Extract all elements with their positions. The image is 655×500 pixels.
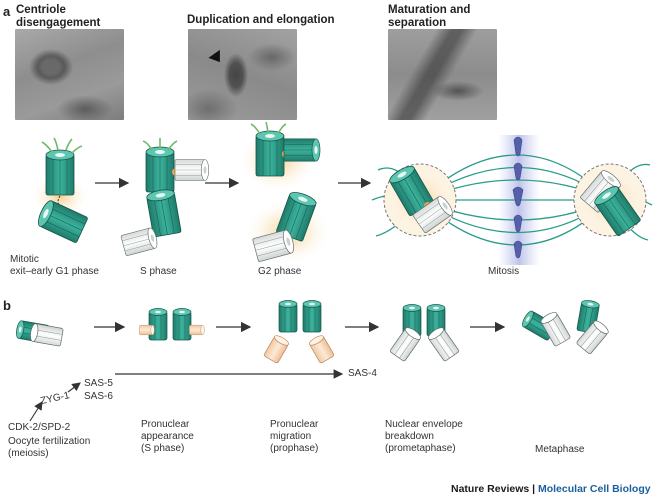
panel-b-letter: b [3,298,11,313]
mitotic-spindle [371,135,653,265]
micrograph-maturation [388,29,497,120]
journal-name: Nature Reviews [451,483,530,495]
centriole-pairs-g2 [242,121,328,263]
pathway-arrow-cdk2 [29,401,43,422]
stage-label-mitosis: Mitosis [488,266,520,277]
micrograph-duplication [188,29,297,120]
stage-label-mitotic-exit: Mitotic exit–early G1 phase [10,254,150,278]
stage-title-line: Duplication and elongation [187,14,335,26]
stage-label-line: Mitotic [10,254,39,265]
stage-title-disengagement: Centriole disengagement [16,4,100,30]
stage-title-line: Maturation and [388,4,471,16]
protein-sas5: SAS-5 [84,378,113,389]
stage-label-line: (prophase) [270,443,319,454]
centriole-pair-disengaged [34,137,89,244]
celegans-centrioles-migration [263,300,335,364]
stage-label-line: (meiosis) [8,448,49,459]
stage-label-line: Oocyte fertilization [8,436,91,447]
celegans-centrioles-appearance [139,308,205,341]
stage-label-line: breakdown [385,431,434,442]
protein-sas4: SAS-4 [348,368,377,379]
celegans-centrioles-metaphase [519,298,611,355]
stage-label-metaphase: Metaphase [535,444,585,455]
celegans-centrioles-nebd [389,304,460,362]
stage-label-line: (S phase) [141,443,185,454]
pathway-arrow-zyg1 [67,382,81,393]
stage-label-line: Pronuclear [270,419,319,430]
stage-title-duplication: Duplication and elongation [187,14,335,27]
stage-title-maturation: Maturation and separation [388,4,470,30]
stage-title-line: Centriole [16,4,66,16]
centriole-duplication-s-phase [120,138,210,257]
stage-label-line: (prometaphase) [385,443,456,454]
stage-label-pronuclear-migration: Pronuclear migration (prophase) [270,419,350,455]
stage-label-line: migration [270,431,312,442]
stage-label-oocyte: Oocyte fertilization (meiosis) [8,436,138,460]
stage-label-line: Nuclear envelope [385,419,463,430]
stage-label-s-phase: S phase [140,266,177,277]
journal-credit: Nature Reviews | Molecular Cell Biology [451,483,651,495]
stage-label-line: appearance [141,431,194,442]
stage-label-g2-phase: G2 phase [258,266,302,277]
journal-section: Molecular Cell Biology [537,483,651,495]
stage-label-nuclear-envelope: Nuclear envelope breakdown (prometaphase… [385,419,485,455]
panel-a-letter: a [3,4,11,19]
celegans-centriole-oocyte [14,319,64,347]
journal-separator: | [529,483,538,495]
stage-label-pronuclear-appearance: Pronuclear appearance (S phase) [141,419,221,455]
stage-label-line: exit–early G1 phase [10,266,99,277]
stage-title-line: disengagement [16,17,101,29]
protein-sas6: SAS-6 [84,391,113,402]
micrograph-disengagement [15,29,124,120]
protein-cdk2-spd2: CDK-2/SPD-2 [8,422,71,433]
stage-title-line: separation [388,17,447,29]
stage-label-line: Pronuclear [141,419,190,430]
